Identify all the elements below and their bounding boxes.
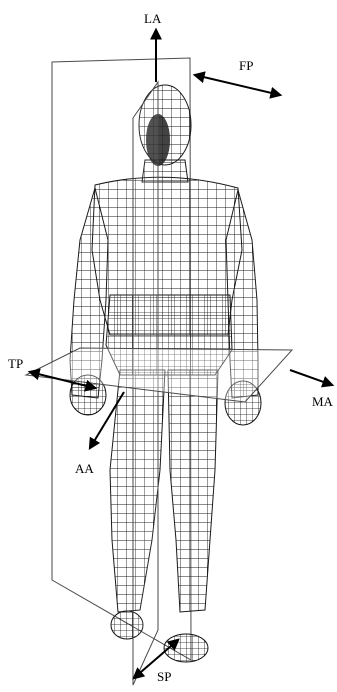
aa-label: AA: [75, 461, 94, 476]
fp-arrow: [195, 75, 280, 95]
right-foot: [164, 634, 208, 662]
ma-arrow: [290, 370, 332, 385]
sp-label: SP: [157, 669, 171, 684]
la-label: LA: [144, 11, 162, 26]
fp-label: FP: [239, 58, 253, 73]
tp-label: TP: [8, 356, 23, 371]
ma-label: MA: [312, 394, 334, 409]
